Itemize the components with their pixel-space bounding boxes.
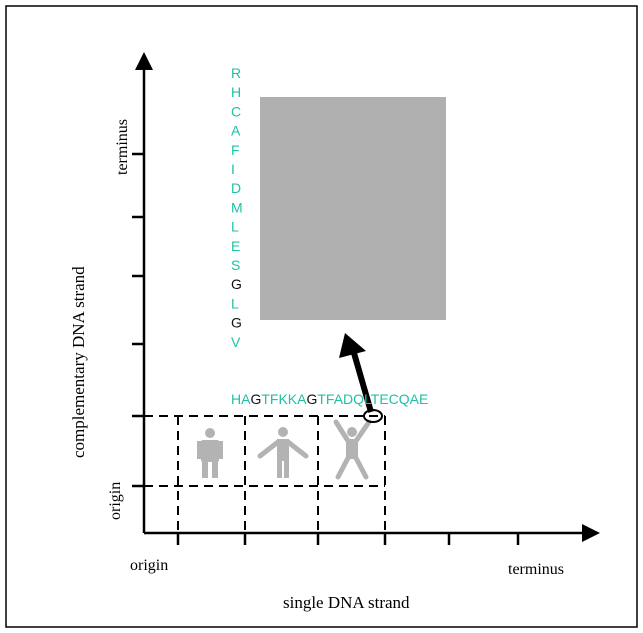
horizontal-seq-segment: TFKKA xyxy=(261,391,307,407)
vertical-seq-letter: G xyxy=(231,315,242,331)
horizontal-seq-segment: TFADQLTECQAE xyxy=(317,391,428,407)
x-terminus-label: terminus xyxy=(508,561,564,578)
half-open-figure-icon xyxy=(257,427,309,478)
closed-figure-icon xyxy=(197,428,223,478)
vertical-seq-letter: L xyxy=(231,295,239,311)
vertical-seq-letter: A xyxy=(231,123,241,139)
vertical-seq-letter: L xyxy=(231,219,239,235)
vertical-seq-letter: I xyxy=(231,161,235,177)
vertical-seq-letter: S xyxy=(231,257,240,273)
y-axis-arrowhead xyxy=(135,52,153,70)
y-axis-label: complementary DNA strand xyxy=(69,266,88,458)
vertical-seq-letter: D xyxy=(231,180,241,196)
vertical-seq-letter: C xyxy=(231,103,241,119)
dashed-grid xyxy=(144,415,386,533)
x-axis-arrowhead xyxy=(582,524,600,542)
vertical-seq-letter: E xyxy=(231,238,240,254)
protein-structure-box xyxy=(260,97,446,320)
pointer-arrowhead xyxy=(339,333,366,358)
vertical-seq-letter: R xyxy=(231,65,241,81)
y-ticks xyxy=(132,152,144,488)
horizontal-seq-segment: HA xyxy=(231,391,251,407)
vertical-seq-letter: F xyxy=(231,142,240,158)
horizontal-seq-segment: G xyxy=(250,391,261,407)
pointer-arrow-shaft xyxy=(351,352,374,413)
vertical-seq-letter: V xyxy=(231,334,241,350)
vertical-seq-letter: H xyxy=(231,84,241,100)
y-terminus-label: terminus xyxy=(114,119,131,175)
open-figure-icon xyxy=(333,419,372,480)
horizontal-seq-segment: G xyxy=(306,391,317,407)
horizontal-sequence: HAGTFKKAGTFADQLTECQAE xyxy=(231,391,428,407)
vertical-seq-letter: G xyxy=(231,276,242,292)
x-axis-label: single DNA strand xyxy=(283,593,410,612)
x-ticks xyxy=(176,533,520,545)
y-origin-label: origin xyxy=(107,482,124,520)
x-origin-label: origin xyxy=(130,557,168,574)
vertical-seq-letter: M xyxy=(231,199,243,215)
